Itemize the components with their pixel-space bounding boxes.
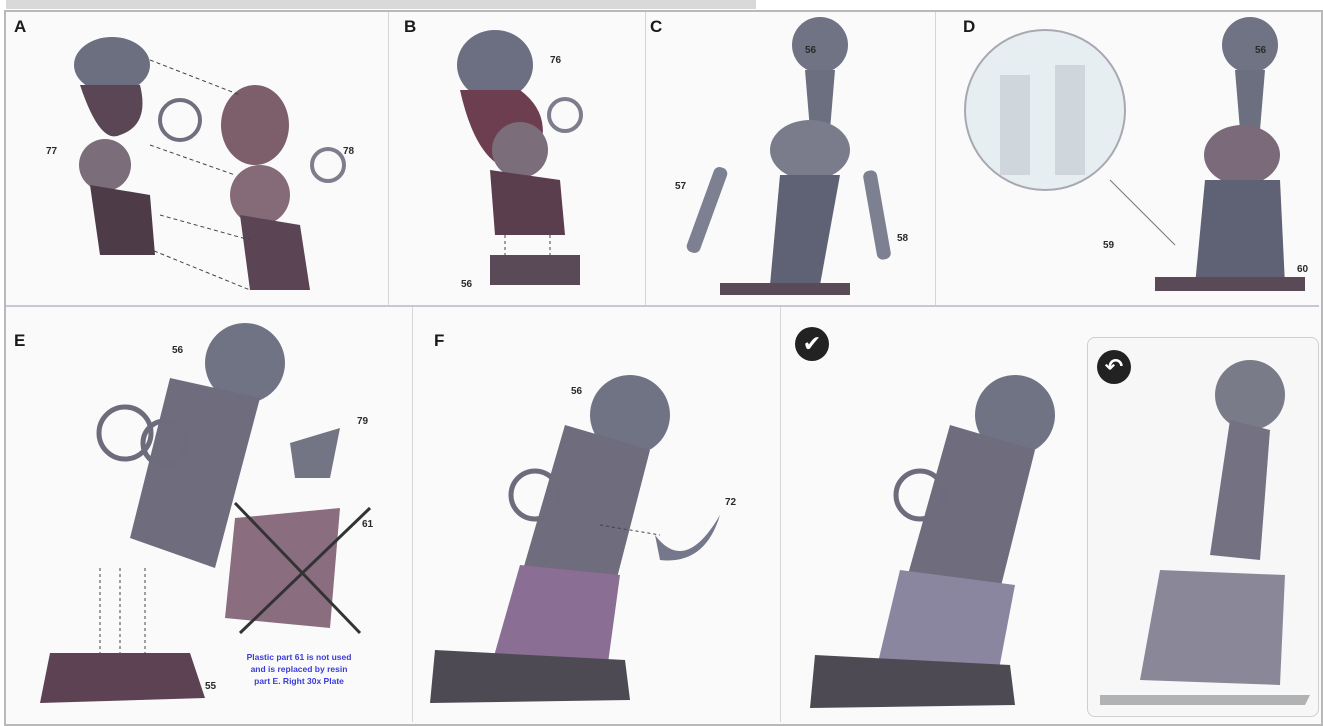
step-b-letter: B <box>404 17 416 37</box>
step-d-illustration <box>960 15 1320 300</box>
reverse-view-illustration <box>1100 360 1310 705</box>
part-label: 56 <box>461 279 472 290</box>
part-label: 76 <box>550 55 561 66</box>
step-c-letter: C <box>650 17 662 37</box>
part-label: 56 <box>1255 45 1266 56</box>
part-label: 79 <box>357 416 368 427</box>
part-label: 55 <box>205 681 216 692</box>
replacement-note: Plastic part 61 is not used and is repla… <box>243 651 355 687</box>
part-label: 58 <box>897 233 908 244</box>
step-e-letter: E <box>14 331 25 351</box>
part-label: 56 <box>172 345 183 356</box>
completed-illustration <box>805 370 1075 715</box>
step-c-illustration <box>680 15 920 300</box>
column-divider <box>780 307 781 722</box>
part-label: 72 <box>725 497 736 508</box>
step-f-illustration <box>425 365 755 710</box>
part-label: 57 <box>675 181 686 192</box>
step-b-illustration <box>450 20 600 300</box>
part-label: 77 <box>46 146 57 157</box>
part-label: 60 <box>1297 264 1308 275</box>
part-label: 59 <box>1103 240 1114 251</box>
column-divider <box>935 12 936 305</box>
part-label: 56 <box>571 386 582 397</box>
check-icon: ✔ <box>795 327 829 361</box>
step-a-letter: A <box>14 17 26 37</box>
step-a-illustration <box>60 25 380 300</box>
column-divider <box>645 12 646 305</box>
column-divider <box>412 307 413 722</box>
part-label: 56 <box>805 45 816 56</box>
part-label: 78 <box>343 146 354 157</box>
header-strip <box>6 0 756 9</box>
part-label: 61 <box>362 519 373 530</box>
row-divider <box>6 305 1319 307</box>
column-divider <box>388 12 389 305</box>
step-f-letter: F <box>434 331 444 351</box>
